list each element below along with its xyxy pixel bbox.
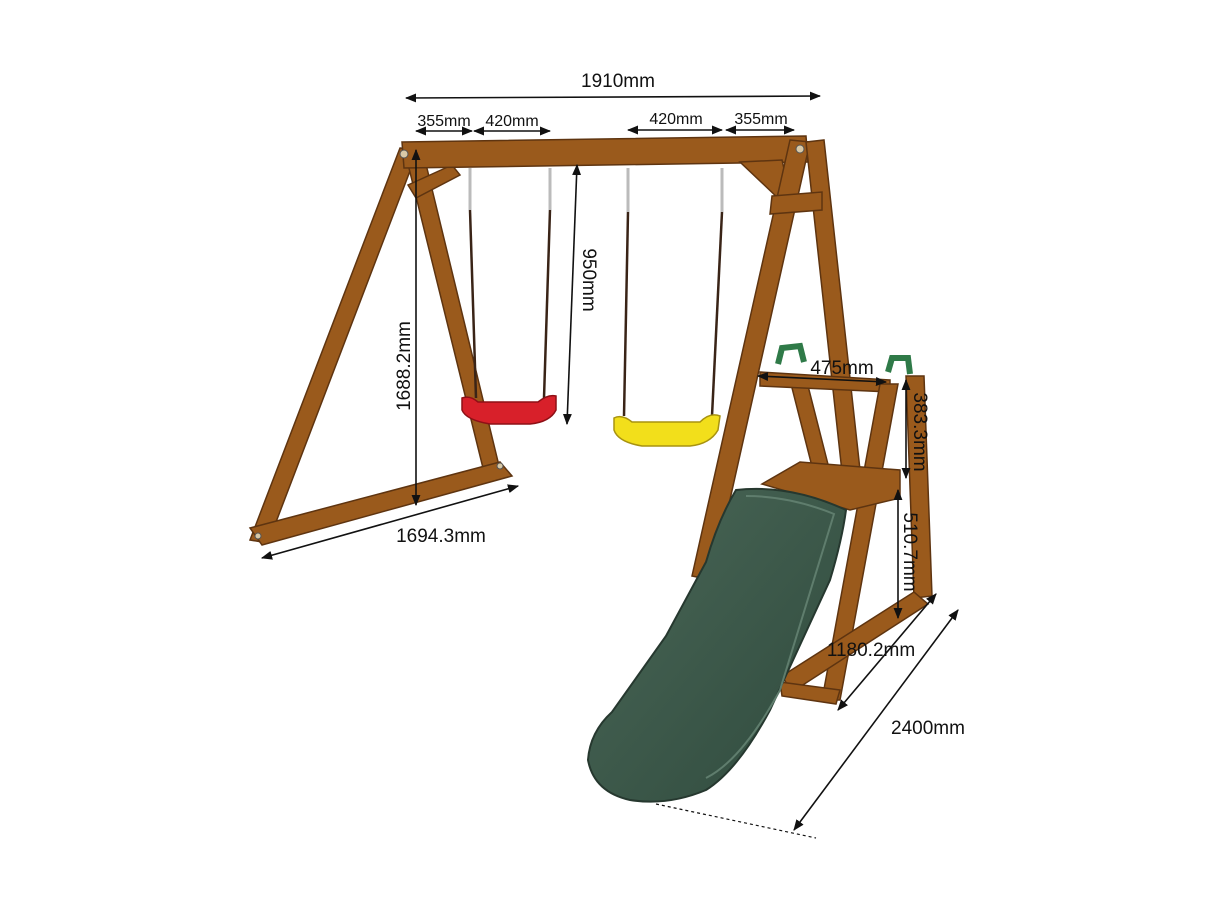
label-platform-width: 475mm [810,358,873,379]
label-right-end-offset: 355mm [734,111,787,128]
handle-left [775,342,807,365]
label-deck-height: 510.7mm [899,512,920,591]
slide-rail [705,495,836,779]
grab-handles [775,342,913,375]
dim-slide-length-line [793,609,959,831]
label-tower-depth: 1180.2mm [827,640,915,661]
dimension-labels: 1910mm 355mm 420mm 420mm 355mm 950mm 168… [394,71,965,739]
right-swing [613,168,724,447]
left-rear-leg [405,155,501,473]
label-left-end-offset: 355mm [417,113,470,130]
rope [622,211,630,417]
slide-extent-dashed-line [655,803,817,839]
frame-bolts [254,144,805,540]
rope [542,209,552,399]
label-total-width: 1910mm [581,71,655,92]
dimension-lines [260,91,959,839]
label-frame-height: 1688.2mm [394,321,415,411]
right-crossbar [769,191,823,215]
bolt [795,144,805,154]
green-slide [586,487,848,803]
label-left-seat-spacing: 420mm [485,113,538,130]
label-base-depth: 1694.3mm [396,526,486,547]
swing-frame [248,135,861,581]
dim-base-depth-line [260,484,520,560]
bolt [254,532,262,540]
rope [468,209,478,399]
handle-right [885,355,913,375]
label-chain-length: 950mm [578,248,599,311]
dim-total-width-line [404,91,822,103]
label-right-seat-spacing: 420mm [649,111,702,128]
dim-platform-width-line [756,371,888,387]
label-slide-length: 2400mm [891,718,965,739]
yellow-seat [613,414,721,447]
left-front-leg [248,147,420,544]
dim-chain-line [562,163,582,426]
label-rail-height: 383.3mm [909,392,930,471]
bolt [399,149,409,159]
left-swing [461,168,557,425]
bolt [496,462,504,470]
red-seat [461,394,557,425]
rope [710,211,724,417]
